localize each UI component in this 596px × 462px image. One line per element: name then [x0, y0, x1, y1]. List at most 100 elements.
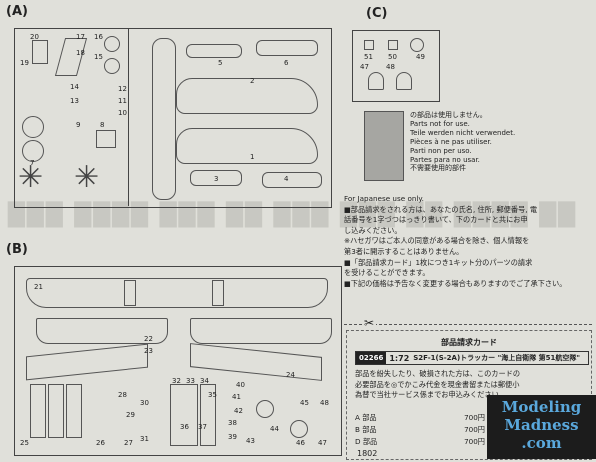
part-nacelle-stub: [212, 280, 224, 306]
part-number: 29: [126, 411, 135, 419]
part-bay-door: [66, 384, 82, 438]
notes-line: 話番号を1字づつはっきり書いて、下のカードと共にお申: [344, 215, 528, 225]
part-nacelle: [190, 170, 242, 186]
card-title: 部品請求カード: [441, 338, 497, 347]
part-fuselage-half: [176, 128, 318, 164]
part-wing-upper: [26, 278, 328, 308]
part-number: 48: [320, 399, 329, 407]
part-nacelle-stub: [124, 280, 136, 306]
part-wing: [152, 38, 176, 200]
part-number: 34: [200, 377, 209, 385]
part-wheel: [22, 116, 44, 138]
part-number: 28: [118, 391, 127, 399]
part-number: 25: [20, 439, 29, 447]
sprue-c-frame: [352, 30, 440, 102]
part-number: 14: [70, 83, 79, 91]
card-line: 為替で当社サービス係までお申込みください。: [355, 390, 506, 399]
part-number: 15: [94, 53, 103, 61]
watermark-line: .com: [521, 434, 562, 452]
part-number: 7: [30, 159, 35, 167]
card-code: 1802: [357, 449, 378, 458]
part-number: 19: [20, 59, 29, 67]
part-number: 22: [144, 335, 153, 343]
parts-request-notes: For Japanese use only. ■部品請求をされる方は、あなたの氏…: [344, 194, 592, 289]
part-number: 50: [388, 53, 397, 61]
part-number: 21: [34, 283, 43, 291]
part-number: 51: [364, 53, 373, 61]
sprue-b-marker: (B): [6, 242, 28, 257]
notes-line: ※ハセガワはご本人の同意がある場合を除き、個人情報を: [344, 236, 530, 246]
part-number: 41: [232, 393, 241, 401]
notes-line: ■下記の価格は予告なく変更する場合もありますのでご了承下さい。: [344, 278, 567, 288]
watermark-line: Madness: [504, 416, 579, 434]
part-number: 39: [228, 433, 237, 441]
part-number: 35: [208, 391, 217, 399]
part-number: 48: [386, 63, 395, 71]
notice-line: の部品は使用しません。: [410, 111, 487, 119]
kit-scale: 1:72: [389, 353, 410, 363]
part-number: 10: [118, 109, 127, 117]
order-label: B 部品: [355, 425, 377, 434]
sprue-a-marker: (A): [6, 4, 28, 19]
part-number: 4: [284, 175, 289, 183]
part-number: 47: [318, 439, 327, 447]
card-line: 部品を紛失したり、破損された方は、このカードの: [355, 369, 521, 378]
part-number: 17: [76, 33, 85, 41]
part-flap: [200, 384, 216, 446]
part-block: [96, 130, 116, 148]
notice-line: Pièces à ne pas utiliser.: [410, 137, 492, 146]
part-number: 47: [360, 63, 369, 71]
part-canopy: [396, 72, 412, 90]
part-wheel: [104, 58, 120, 74]
part-tailfin: [170, 384, 198, 446]
part-number: 27: [124, 439, 133, 447]
part-nacelle: [262, 172, 322, 188]
notice-line: Partes para no usar.: [410, 155, 480, 164]
order-row: B 部品 700円: [355, 424, 485, 436]
order-price: 700円: [464, 425, 485, 434]
part-number: 43: [246, 437, 255, 445]
order-price: 700円: [464, 413, 485, 422]
part-number: 31: [140, 435, 149, 443]
order-label: D 部品: [355, 437, 378, 446]
part-number: 30: [140, 399, 149, 407]
parts-request-card: 部品請求カード 02266 1:72 S2F-1(S-2A)トラッカー "海上自…: [346, 330, 592, 460]
part-wing-lower: [190, 318, 332, 344]
part-number: 1: [250, 153, 255, 161]
kit-info: 02266 1:72 S2F-1(S-2A)トラッカー "海上自衛隊 第51航空…: [355, 351, 589, 365]
card-line: 必要部品を◎でかこみ代金を現金書留または郵便小: [355, 379, 520, 389]
notes-line: For Japanese use only.: [344, 194, 424, 203]
part-number: 5: [218, 59, 223, 67]
unused-parts-swatch: [364, 111, 404, 181]
part-number: 37: [198, 423, 207, 431]
cut-line: [344, 324, 592, 325]
part-number: 42: [234, 407, 243, 415]
part-number: 12: [118, 85, 127, 93]
part-number: 46: [296, 439, 305, 447]
notice-line: Parti non per uso.: [410, 146, 472, 155]
part-number: 8: [100, 121, 105, 129]
kit-name: S2F-1(S-2A)トラッカー "海上自衛隊 第51航空隊": [413, 354, 581, 362]
notice-line: 不需要使用的部件: [410, 164, 466, 173]
watermark-line: Modeling: [501, 398, 582, 416]
part-clear: [364, 40, 374, 50]
part-number: 49: [416, 53, 425, 61]
part-number: 18: [76, 49, 85, 57]
part-number: 6: [284, 59, 289, 67]
part-bay-door: [30, 384, 46, 438]
part-wheel: [256, 400, 274, 418]
card-instructions: 部品を紛失したり、破損された方は、このカードの 必要部品を◎でかこみ代金を現金書…: [355, 369, 587, 401]
notes-line: し込みください。: [344, 225, 402, 235]
notice-line: Teile werden nicht verwendet.: [410, 128, 516, 137]
unused-parts-notice: の部品は使用しません。 Parts not for use. Teile wer…: [410, 111, 515, 173]
part-number: 40: [236, 381, 245, 389]
part-number: 9: [76, 121, 81, 129]
part-number: 11: [118, 97, 127, 105]
part-number: 45: [300, 399, 309, 407]
part-wheel: [22, 140, 44, 162]
sprue-a-divider: [128, 28, 130, 206]
propeller-icon: ✳: [18, 160, 44, 195]
